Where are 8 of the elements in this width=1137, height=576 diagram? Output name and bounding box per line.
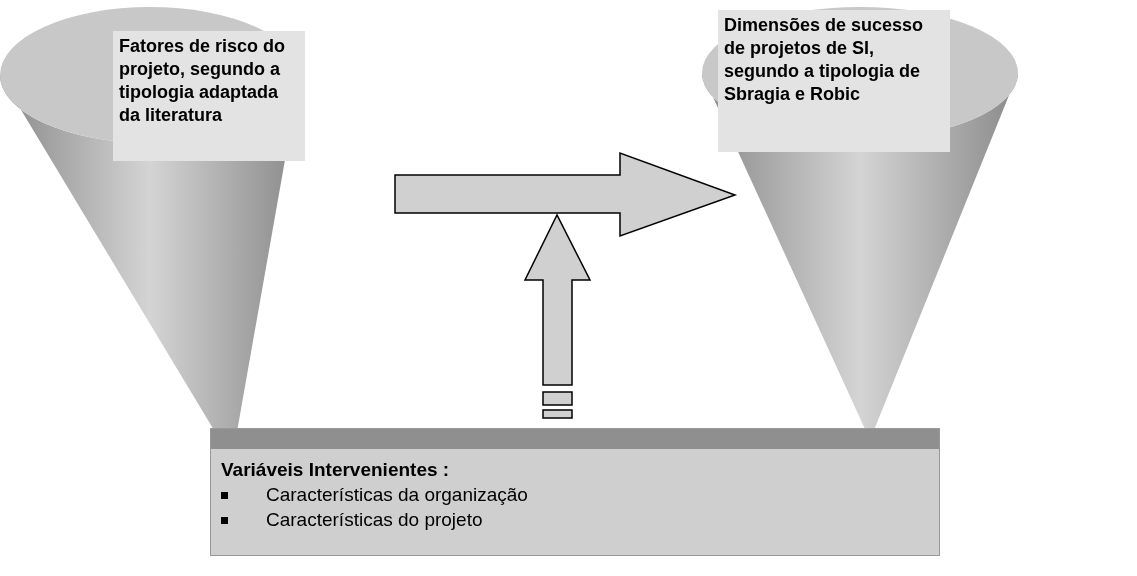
bullet-item: Características do projeto (221, 509, 483, 531)
bullet-item: Características da organização (221, 484, 528, 506)
panel-heading: Variáveis Intervenientes : (221, 459, 450, 481)
panel (210, 428, 940, 556)
block-arrow (394, 151, 738, 238)
funnel-label: Dimensões de sucesso de projetos de SI, segundo a tipologia de Sbragia e Robic (718, 10, 950, 152)
block-arrow (523, 213, 592, 419)
funnel-label: Fatores de risco do projeto, segundo a tipologia adaptada da literatura (113, 31, 305, 161)
